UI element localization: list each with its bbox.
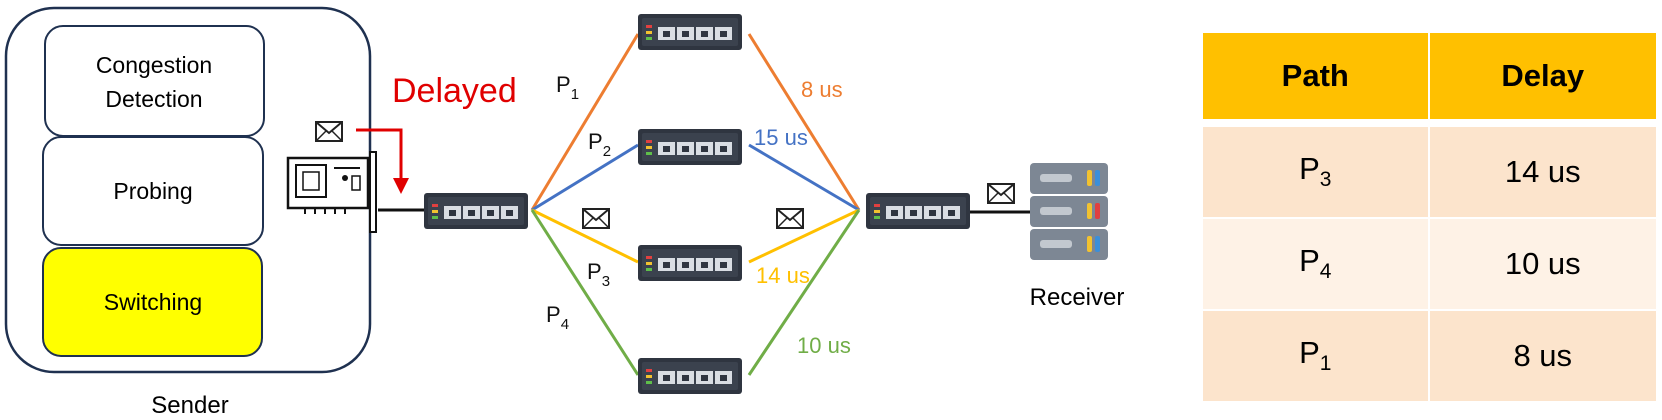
delay-label-p2: 15 us [754, 125, 808, 150]
module-label: Switching [104, 289, 202, 315]
switch-icon [424, 193, 528, 229]
envelope-icon [776, 208, 804, 229]
delay-arrow [356, 128, 403, 180]
path-label-p4: P4 [546, 302, 569, 333]
switch-icon [638, 129, 742, 165]
probing-module [42, 136, 264, 246]
server-icon [1030, 163, 1108, 260]
module-label: Probing [113, 178, 192, 204]
envelope-icon [315, 121, 343, 142]
table-row: P3 14 us [1203, 125, 1656, 217]
switching-module [42, 247, 263, 357]
path-label-p3: P3 [587, 259, 610, 290]
table-cell-path: P4 [1203, 217, 1430, 309]
receiver-label: Receiver [1030, 284, 1125, 311]
table-row: P1 8 us [1203, 309, 1656, 401]
path-label-p1: P1 [556, 72, 579, 103]
delay-label-p4: 10 us [797, 333, 851, 358]
switch-icon [638, 358, 742, 394]
path-lines [530, 33, 861, 376]
switch-icon [866, 193, 970, 229]
table-cell-path: P1 [1203, 309, 1430, 401]
path-label-p2: P2 [588, 129, 611, 160]
sender-label: Sender [151, 392, 228, 419]
switch-icon [638, 245, 742, 281]
delayed-label: Delayed [392, 72, 517, 110]
envelope-icon [987, 183, 1015, 204]
delay-label-p3: 14 us [756, 263, 810, 288]
table-header-delay: Delay [1429, 33, 1656, 125]
envelope-icon [582, 208, 610, 229]
switch-icon [638, 14, 742, 50]
table-cell-path: P3 [1203, 125, 1430, 217]
table-cell-delay: 8 us [1429, 309, 1656, 401]
module-label: Detection [105, 86, 202, 112]
path-delay-table: Path Delay P3 14 us P4 10 us P1 8 us [1203, 33, 1656, 401]
arrow-head-icon [393, 178, 409, 194]
delay-label-p1: 8 us [801, 77, 843, 102]
nic-card-icon [286, 151, 377, 233]
table-cell-delay: 14 us [1429, 125, 1656, 217]
module-label: Congestion [96, 52, 212, 78]
table-cell-delay: 10 us [1429, 217, 1656, 309]
table-header-path: Path [1203, 33, 1430, 125]
congestion-detection-module [44, 25, 265, 137]
table-row: P4 10 us [1203, 217, 1656, 309]
